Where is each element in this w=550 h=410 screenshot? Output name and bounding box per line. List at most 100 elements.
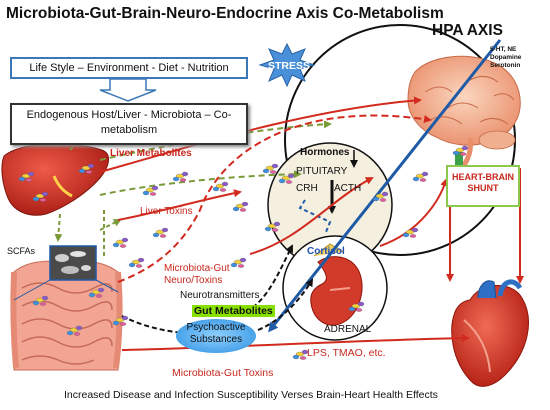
- microbe-dot: [128, 262, 136, 268]
- liver-metabolites-label: Liver Metabolites: [110, 148, 192, 159]
- microbe-dot: [232, 206, 240, 212]
- microbe-dot: [25, 178, 33, 182]
- microbe-dot: [179, 178, 187, 182]
- microbe-dot: [212, 186, 220, 192]
- microbe-dot: [152, 232, 160, 238]
- microbe-dot: [357, 301, 365, 307]
- microbe-cluster-icon: [402, 227, 419, 238]
- microbe-cluster-icon: [32, 191, 49, 202]
- microbe-dot: [75, 325, 83, 331]
- microbe-cluster-icon: [112, 237, 129, 248]
- microbe-dot: [112, 320, 120, 326]
- gut-to-psychoactive-arrow: [121, 315, 208, 338]
- microbe-dot: [287, 173, 295, 179]
- cometabolism-text: Endogenous Host/Liver - Microbiota – Co-…: [26, 109, 232, 136]
- microbe-dot: [379, 198, 387, 202]
- axis-label: AXIS: [466, 22, 503, 39]
- microbe-dot: [411, 227, 419, 233]
- microbe-dot: [230, 262, 238, 268]
- acth-label: ACTH: [334, 183, 362, 194]
- nt-dopamine: Dopamine: [490, 54, 522, 62]
- microbe-dot: [95, 294, 103, 298]
- microbe-dot: [41, 191, 49, 197]
- microbe-cluster-icon: [128, 257, 145, 268]
- gut-metabolites-to-hpa-arrow: [245, 244, 293, 313]
- microbe-dot: [402, 232, 410, 238]
- microbe-dot: [301, 349, 309, 355]
- microbe-dot: [119, 244, 127, 248]
- cortisol-label: Cortisol: [307, 246, 345, 257]
- microbe-dot: [88, 292, 96, 298]
- microscope-image: [13, 245, 119, 301]
- microbe-dot: [239, 208, 247, 212]
- lifestyle-text: Life Style – Environment - Diet - Nutrit…: [29, 62, 229, 74]
- microbe-dot: [237, 264, 245, 268]
- liver-toxins-arrow: [117, 189, 242, 221]
- microbe-dot: [271, 163, 279, 169]
- microbe-dot: [32, 300, 40, 306]
- adrenal-to-shunt-arrow: [379, 178, 449, 247]
- microbe-dot: [262, 168, 270, 174]
- microbe-dot: [355, 308, 363, 312]
- microbe-dot: [239, 257, 247, 263]
- microbe-dot: [299, 356, 307, 360]
- intestine-icon: [10, 260, 123, 371]
- stress-star-icon: [258, 42, 316, 88]
- microbe-cluster-icon: [452, 145, 469, 156]
- microbe-dot: [264, 226, 272, 232]
- pituitary-label: PITUITARY: [296, 166, 348, 177]
- microbe-dot: [39, 302, 47, 306]
- microbe-cluster-icon: [142, 185, 159, 196]
- microbe-dot: [135, 264, 143, 268]
- microbe-dot: [137, 257, 145, 263]
- liver-icon: [1, 143, 109, 216]
- microbe-cluster-icon: [278, 173, 295, 184]
- microbiota-gut-toxins-label: Microbiota-Gut Toxins: [172, 367, 274, 379]
- microbe-dot: [142, 190, 150, 196]
- psychoactive-ellipse: Psychoactive Substances: [176, 319, 256, 353]
- microbe-dot: [18, 176, 26, 182]
- microbe-dot: [112, 242, 120, 248]
- gut-to-brain-dashed-arrow: [117, 114, 432, 283]
- liver-to-brain-arrow: [99, 120, 332, 161]
- microbe-dot: [149, 192, 157, 196]
- microbe-dot: [121, 237, 129, 243]
- neuro-toxins-arrow: [249, 177, 374, 255]
- liver-to-gut-arrow: [54, 213, 63, 242]
- gut-to-liver-arrow: [99, 219, 122, 231]
- microbe-cluster-icon: [230, 257, 247, 268]
- microbe-cluster-icon: [112, 315, 129, 326]
- microbe-cluster-icon: [152, 227, 169, 238]
- gut-to-heart-arrow: [121, 334, 470, 351]
- microbe-cluster-icon: [262, 163, 279, 174]
- lifestyle-box: Life Style – Environment - Diet - Nutrit…: [10, 57, 248, 79]
- microbe-dot: [159, 234, 167, 238]
- microbe-dot: [32, 196, 40, 202]
- microbe-dot: [27, 171, 35, 177]
- neurotransmitters-label: Neurotransmitters: [180, 290, 260, 301]
- microbe-dot: [292, 354, 300, 360]
- microbe-dot: [66, 330, 74, 336]
- microbe-cluster-icon: [264, 221, 281, 232]
- microbe-dot: [41, 295, 49, 301]
- cometabolism-box: Endogenous Host/Liver - Microbiota – Co-…: [10, 103, 248, 145]
- hpa-label: HPA: [432, 22, 463, 39]
- microbe-cluster-icon: [292, 349, 309, 360]
- microbe-clusters: [18, 145, 469, 360]
- heart-brain-shunt-text: HEART-BRAIN SHUNT: [452, 172, 514, 194]
- microbe-dot: [161, 227, 169, 233]
- liver-metabolites-arrow: [99, 170, 302, 196]
- microbe-cluster-icon: [18, 171, 35, 182]
- microbe-dot: [97, 287, 105, 293]
- microbe-cluster-icon: [172, 171, 189, 182]
- nt-5ht-ne: 5-HT, NE: [490, 46, 517, 53]
- hpa-axis-label: HPA AXIS: [432, 22, 503, 39]
- microbe-dot: [221, 181, 229, 187]
- microbe-cluster-icon: [412, 171, 429, 182]
- heart-icon: [451, 279, 529, 387]
- microbe-cluster-icon: [78, 163, 95, 174]
- microbe-dot: [271, 228, 279, 232]
- bottom-caption: Increased Disease and Infection Suscepti…: [64, 389, 438, 401]
- microbe-dot: [269, 170, 277, 174]
- microbe-dot: [78, 168, 86, 174]
